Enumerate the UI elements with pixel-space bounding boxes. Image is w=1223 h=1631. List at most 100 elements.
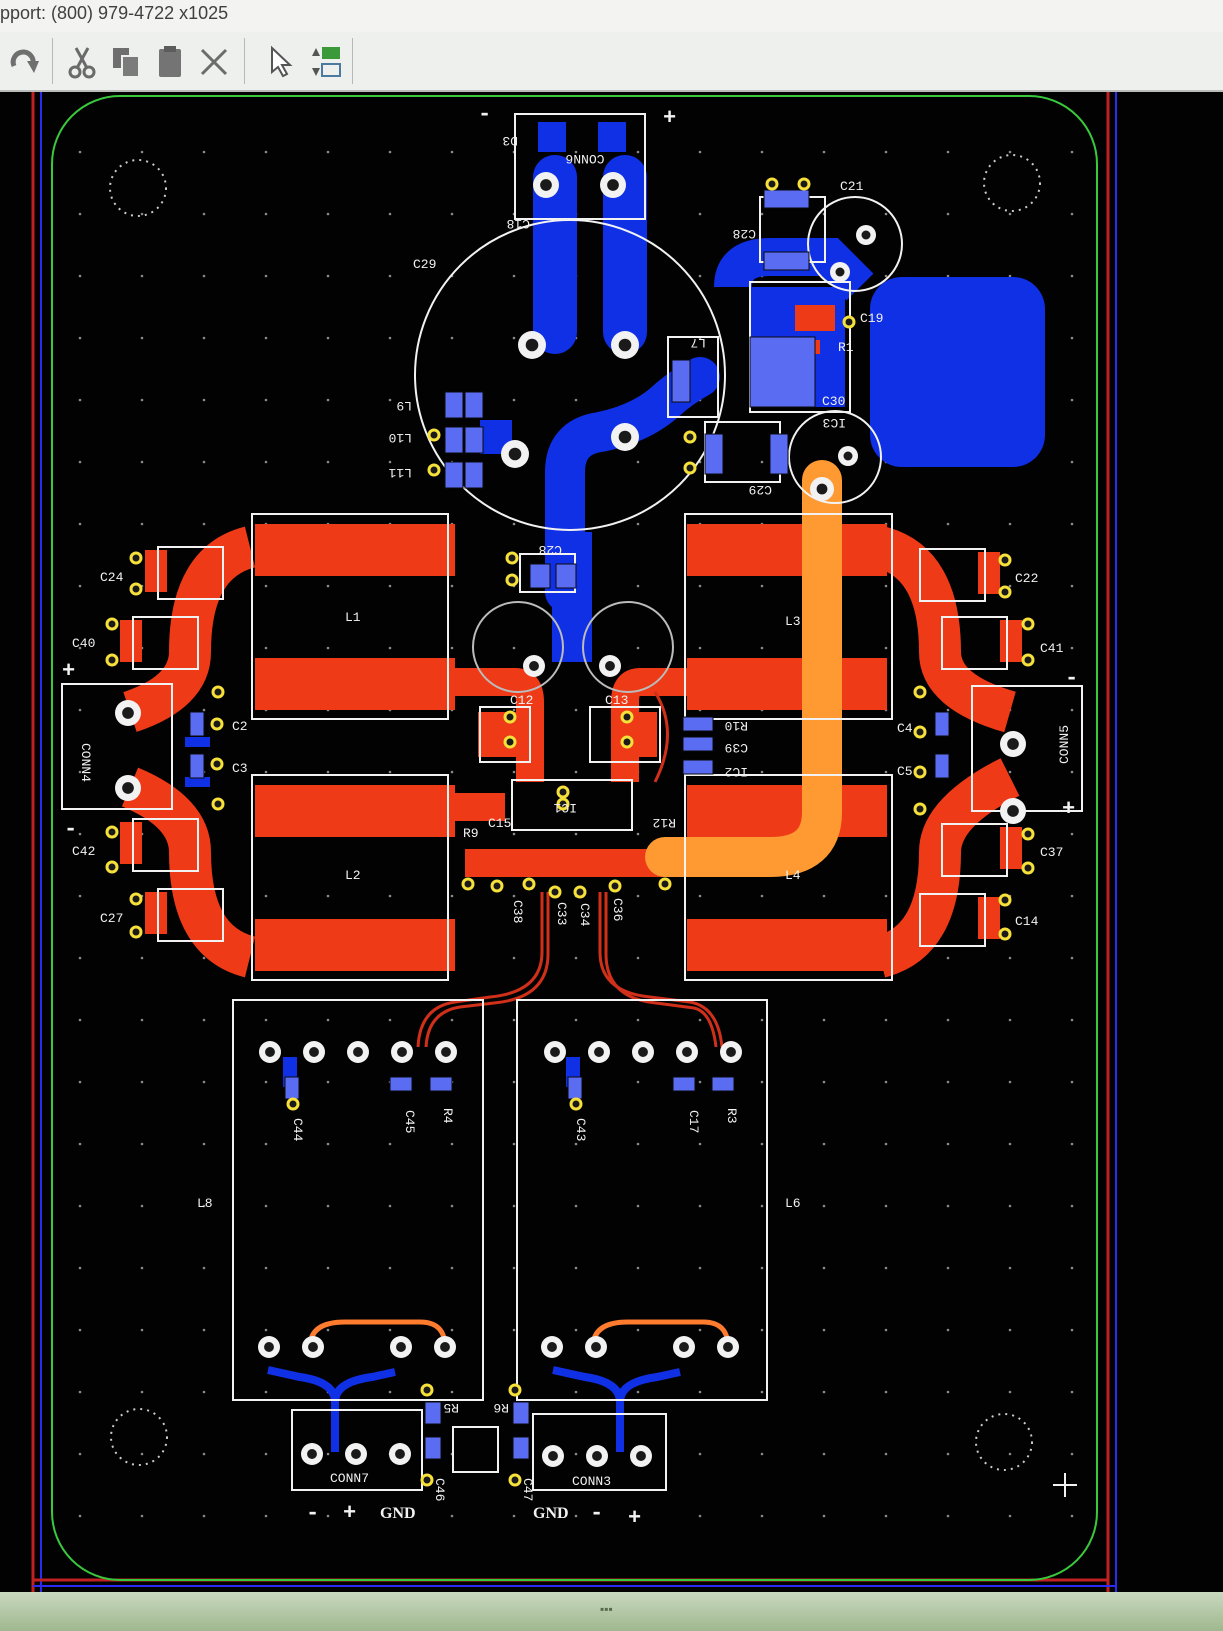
label-l6: L6	[785, 1196, 801, 1211]
drill-hole	[682, 1047, 692, 1057]
grid-dot	[78, 1514, 82, 1518]
grid-dot	[946, 1514, 950, 1518]
pcb-canvas[interactable]: - + + - - + - + - + CONN6 D3 C18 C29 C28…	[0, 92, 1223, 1592]
grid-dot	[78, 708, 82, 712]
grid-dot	[760, 894, 764, 898]
grid-dot	[388, 212, 392, 216]
grid-dot	[78, 1266, 82, 1270]
redo-button[interactable]	[4, 42, 44, 82]
grid-dot	[202, 522, 206, 526]
grid-dot	[1008, 522, 1012, 526]
paste-icon	[159, 46, 181, 77]
drill-hole	[396, 1342, 406, 1352]
grid-dot	[1070, 212, 1074, 216]
label-conn3: CONN3	[572, 1474, 611, 1489]
smd-pad	[444, 391, 464, 419]
silk-c27	[157, 888, 224, 942]
board-outline	[51, 95, 1098, 1581]
grid-dot	[636, 522, 640, 526]
silk-conn5	[971, 685, 1083, 812]
top-pad-l3	[687, 658, 887, 710]
grid-dot	[202, 1142, 206, 1146]
grid-dot	[822, 1204, 826, 1208]
grid-dot	[78, 460, 82, 464]
grid-dot	[884, 212, 888, 216]
grid-dot	[450, 894, 454, 898]
label-c29: C29	[413, 257, 436, 272]
via	[420, 1383, 434, 1397]
grid-dot	[450, 584, 454, 588]
grid-dot	[884, 150, 888, 154]
via	[490, 879, 504, 893]
grid-dot	[636, 956, 640, 960]
label-l8: L8	[197, 1196, 213, 1211]
via	[427, 463, 441, 477]
layer-swap-button[interactable]	[306, 42, 346, 82]
grid-dot	[698, 1514, 702, 1518]
label-c30: C30	[822, 394, 845, 409]
silkscreen-layer	[61, 113, 1083, 1491]
grid-dot	[78, 832, 82, 836]
grid-dot	[512, 894, 516, 898]
grid-dot	[202, 1452, 206, 1456]
pcb-layout[interactable]: - + + - - + - + - + CONN6 D3 C18 C29 C28…	[0, 92, 1223, 1592]
grid-dot	[202, 398, 206, 402]
via	[573, 885, 587, 899]
support-text: pport: (800) 979-4722 x1025	[0, 3, 229, 23]
via	[503, 735, 517, 749]
silk-c42	[132, 818, 199, 872]
grid-dot	[450, 770, 454, 774]
copy-button[interactable]	[106, 42, 146, 82]
grid-dot	[78, 1390, 82, 1394]
grid-dot	[884, 1204, 888, 1208]
paste-button[interactable]	[150, 42, 190, 82]
grid-dot	[884, 894, 888, 898]
drill-hole	[308, 1342, 318, 1352]
grid-dot	[636, 1266, 640, 1270]
label-ic2: IC2	[725, 764, 748, 779]
grid-dot	[698, 894, 702, 898]
redo-icon	[10, 49, 39, 73]
grid-dot	[202, 1018, 206, 1022]
top-pad-cap	[1000, 620, 1022, 662]
drill-hole	[441, 1047, 451, 1057]
delete-button[interactable]	[194, 42, 234, 82]
via	[548, 885, 562, 899]
top-pad-l2	[255, 919, 455, 971]
grid-dot	[698, 150, 702, 154]
grid-dot	[326, 1266, 330, 1270]
grid-dot	[140, 1390, 144, 1394]
smd-pad	[464, 391, 484, 419]
grid-dot	[946, 1452, 950, 1456]
grid-dot	[1070, 1328, 1074, 1332]
grid-dot	[264, 398, 268, 402]
top-pad-ic	[612, 712, 657, 757]
grid-dot	[822, 894, 826, 898]
grid-dot	[574, 1328, 578, 1332]
label-c46: C46	[432, 1478, 447, 1501]
silk-c14	[919, 893, 986, 947]
grid-dot	[946, 274, 950, 278]
grid-dot	[264, 1390, 268, 1394]
label-c34: C34	[577, 903, 592, 927]
grid-dot	[512, 1018, 516, 1022]
bottom-pad	[538, 122, 566, 152]
grid-dot	[1070, 1390, 1074, 1394]
grid-dot	[78, 584, 82, 588]
smd-pad	[704, 433, 724, 475]
select-tool-button[interactable]	[262, 42, 302, 82]
drill-hole	[264, 1342, 274, 1352]
grid-dot	[140, 522, 144, 526]
top-trace-left	[122, 526, 257, 732]
resize-grip-icon[interactable]: ▪▪▪	[600, 1602, 613, 1616]
label-c40: C40	[72, 636, 95, 651]
via	[105, 653, 119, 667]
grid-dot	[388, 584, 392, 588]
grid-dot	[1008, 212, 1012, 216]
silk-l4	[684, 774, 893, 981]
cut-button[interactable]	[62, 42, 102, 82]
grid-dot	[202, 274, 206, 278]
via	[129, 925, 143, 939]
drill-hole	[353, 1047, 363, 1057]
grid-dot	[698, 274, 702, 278]
